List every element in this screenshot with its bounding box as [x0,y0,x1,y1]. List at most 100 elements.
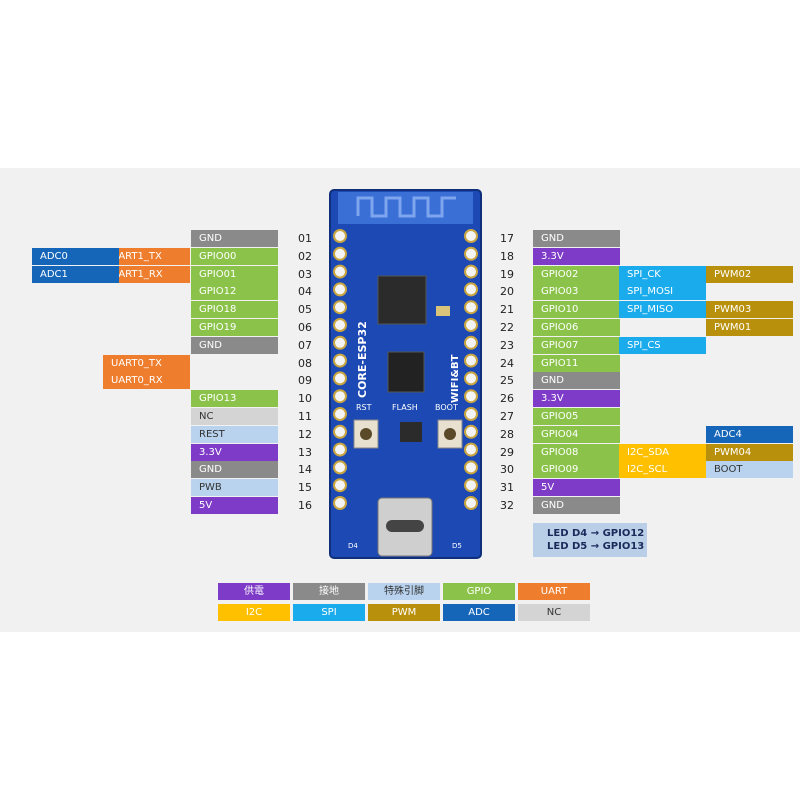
silk-title: CORE-ESP32 [356,321,369,398]
led-note-line2: LED D5 → GPIO13 [547,541,645,552]
pin-label-gnd: GND [191,230,278,247]
pin-label-gnd: GND [191,461,278,479]
pin-label-special: REST [191,425,278,443]
pin-label-pwm: PWM01 [706,319,793,336]
pin-label-gnd: GND [191,336,278,354]
pin-number: 02 [298,249,312,263]
castellated-pad [464,424,478,439]
castellated-pad [464,407,478,421]
led-note-line1: LED D4 → GPIO12 [547,528,645,539]
pin-number: 09 [298,374,312,388]
pin-number: 19 [500,267,514,281]
pin-number: 12 [298,427,312,441]
small-component [436,306,450,316]
pin-label-gpio: GPIO04 [533,425,620,443]
pin-label-gpio: GPIO09 [533,461,620,479]
pin-number: 30 [500,463,514,477]
castellated-pad [333,442,347,457]
legend-item-power: 供電 [218,583,290,600]
pin-number: 32 [500,499,514,512]
pin-number: 10 [298,392,312,406]
castellated-pad [333,264,347,279]
legend-item-spi: SPI [293,604,365,621]
pin-label-nc: NC [191,408,278,425]
pin-label-gpio: GPIO12 [191,283,278,301]
pin-number: 17 [500,232,514,245]
pin-number: 06 [298,321,312,334]
pin-number: 01 [298,232,312,245]
esp32-board-image: CORE-ESP32 WIFI&BT RST FLASH BOOT D4 D5 [329,189,482,559]
castellated-pad [464,229,478,243]
castellated-pad [333,389,347,404]
castellated-pad [464,318,478,332]
esp32-chip [377,275,427,325]
antenna-trace [356,196,456,218]
pin-label-i2c: I2C_SDA [619,443,706,461]
silk-wifi: WIFI&BT [450,354,461,403]
castellated-pad [333,246,347,261]
pin-number: 21 [500,303,514,317]
castellated-pad [464,335,478,350]
pin-label-uart: UART1_RX [103,265,190,283]
pin-label-adc: ADC0 [32,247,119,265]
pin-number: 24 [500,356,514,370]
pin-number: 13 [298,445,312,459]
pin-label-gpio: GPIO13 [191,390,278,408]
castellated-pad [333,460,347,475]
pin-label-uart: UART0_TX [103,354,190,372]
castellated-pad [464,282,478,297]
pin-label-gpio: GPIO03 [533,283,620,301]
right-castellated-pads [464,229,478,510]
flash-chip [387,351,425,393]
legend-item-i2c: I2C [218,604,290,621]
pin-label-power: 3.3V [191,443,278,461]
castellated-pad [464,478,478,493]
pin-label-spi: SPI_CS [619,336,706,354]
pin-label-special: BOOT [706,461,793,479]
castellated-pad [333,478,347,493]
castellated-pad [333,371,347,386]
pin-number: 22 [500,321,514,334]
castellated-pad [333,424,347,439]
pin-label-pwm: PWM03 [706,301,793,319]
pin-label-i2c: I2C_SCL [619,461,706,479]
pin-label-gpio: GPIO07 [533,336,620,354]
legend-item-special: 特殊引脚 [368,583,440,600]
legend-item-adc: ADC [443,604,515,621]
castellated-pad [333,353,347,368]
pin-label-power: 5V [533,479,620,497]
pin-number: 28 [500,427,514,441]
pin-number: 07 [298,338,312,352]
pin-number: 25 [500,374,514,388]
pin-label-adc: ADC4 [706,425,793,443]
legend-item-uart: UART [518,583,590,600]
pin-label-gpio: GPIO06 [533,319,620,336]
legend-item-gnd: 接地 [293,583,365,600]
pin-number: 05 [298,303,312,317]
pin-number: 29 [500,445,514,459]
castellated-pad [464,496,478,510]
pin-label-pwm: PWM04 [706,443,793,461]
pin-label-spi: SPI_CK [619,265,706,283]
pin-label-gpio: GPIO18 [191,301,278,319]
pin-label-pwm: PWM02 [706,265,793,283]
pin-label-gnd: GND [533,497,620,514]
castellated-pad [333,335,347,350]
rst-label: RST [356,403,372,412]
pin-label-power: 3.3V [533,247,620,265]
legend-item-gpio: GPIO [443,583,515,600]
pin-label-gpio: GPIO08 [533,443,620,461]
castellated-pad [464,246,478,261]
castellated-pad [333,300,347,315]
pin-label-spi: SPI_MISO [619,301,706,319]
pin-label-power: 5V [191,497,278,514]
pin-label-special: PWB [191,479,278,497]
pin-number: 08 [298,356,312,370]
pin-number: 23 [500,338,514,352]
castellated-pad [464,442,478,457]
castellated-pad [333,282,347,297]
pin-number: 16 [298,499,312,512]
pin-label-gpio: GPIO05 [533,408,620,425]
castellated-pad [464,300,478,315]
pin-number: 15 [298,481,312,495]
